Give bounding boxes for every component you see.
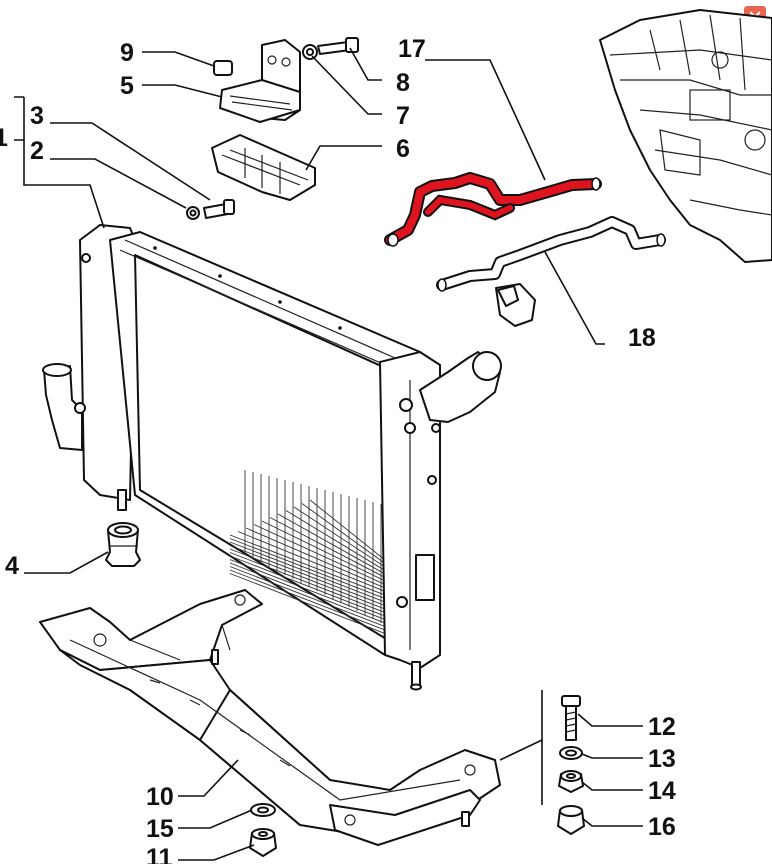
part-7-washer — [302, 44, 318, 60]
callout-5: 5 — [120, 72, 134, 100]
part-15-washer — [250, 803, 276, 817]
part-9-clip — [213, 60, 233, 76]
callout-12: 12 — [648, 713, 676, 741]
fin-line — [269, 517, 386, 578]
fin-line — [229, 545, 386, 606]
fin-line — [229, 555, 386, 617]
part-5-upper-bracket — [219, 39, 301, 123]
callout-labels: 1 2 3 4 5 6 7 8 9 10 11 12 13 14 15 16 1… — [0, 35, 676, 864]
fin-line — [229, 562, 386, 624]
fin-line — [285, 510, 386, 571]
fin-line — [229, 538, 386, 599]
part-13-washer — [559, 746, 583, 760]
callout-7: 7 — [396, 102, 410, 130]
radiator — [42, 224, 502, 691]
callout-9: 9 — [120, 39, 134, 67]
part-10-cross-member — [39, 589, 501, 846]
callout-13: 13 — [648, 745, 676, 773]
callout-17: 17 — [398, 35, 426, 63]
fin-line — [277, 513, 386, 575]
engine-block — [599, 9, 772, 263]
part-4-rubber-mount — [105, 522, 141, 567]
radiator-core-fins — [229, 470, 386, 634]
fin-line — [301, 503, 386, 564]
callout-2: 2 — [30, 137, 44, 165]
fin-line — [229, 552, 386, 613]
callout-10: 10 — [146, 783, 174, 811]
leader-lines — [14, 47, 643, 861]
callout-16: 16 — [648, 813, 676, 841]
callout-3: 3 — [30, 102, 44, 130]
callout-11: 11 — [146, 844, 173, 864]
fin-line — [237, 531, 386, 592]
fin-line — [229, 548, 386, 610]
part-3-screw — [203, 199, 235, 219]
fin-line — [229, 534, 386, 596]
fin-line — [261, 520, 386, 582]
callout-15: 15 — [146, 815, 174, 843]
part-17-hose — [384, 172, 602, 247]
fin-line — [229, 573, 386, 634]
part-6-lower-bracket — [211, 134, 316, 201]
part-14-nut — [558, 770, 584, 793]
fin-line — [229, 569, 386, 631]
fin-line — [229, 566, 386, 627]
part-11-nut — [249, 828, 277, 857]
callout-8: 8 — [396, 69, 410, 97]
fin-line — [309, 499, 386, 561]
fin-line — [229, 541, 386, 603]
part-12-bolt — [561, 695, 581, 741]
callout-4: 4 — [5, 552, 19, 580]
part-16-nut — [557, 805, 585, 835]
callout-14: 14 — [648, 777, 676, 805]
fin-line — [229, 559, 386, 620]
part-18-hose — [436, 216, 666, 327]
callout-18: 18 — [628, 324, 656, 352]
fin-line — [253, 524, 386, 585]
callout-6: 6 — [396, 135, 410, 163]
callout-1: 1 — [0, 124, 8, 152]
part-2-washer — [186, 206, 200, 220]
